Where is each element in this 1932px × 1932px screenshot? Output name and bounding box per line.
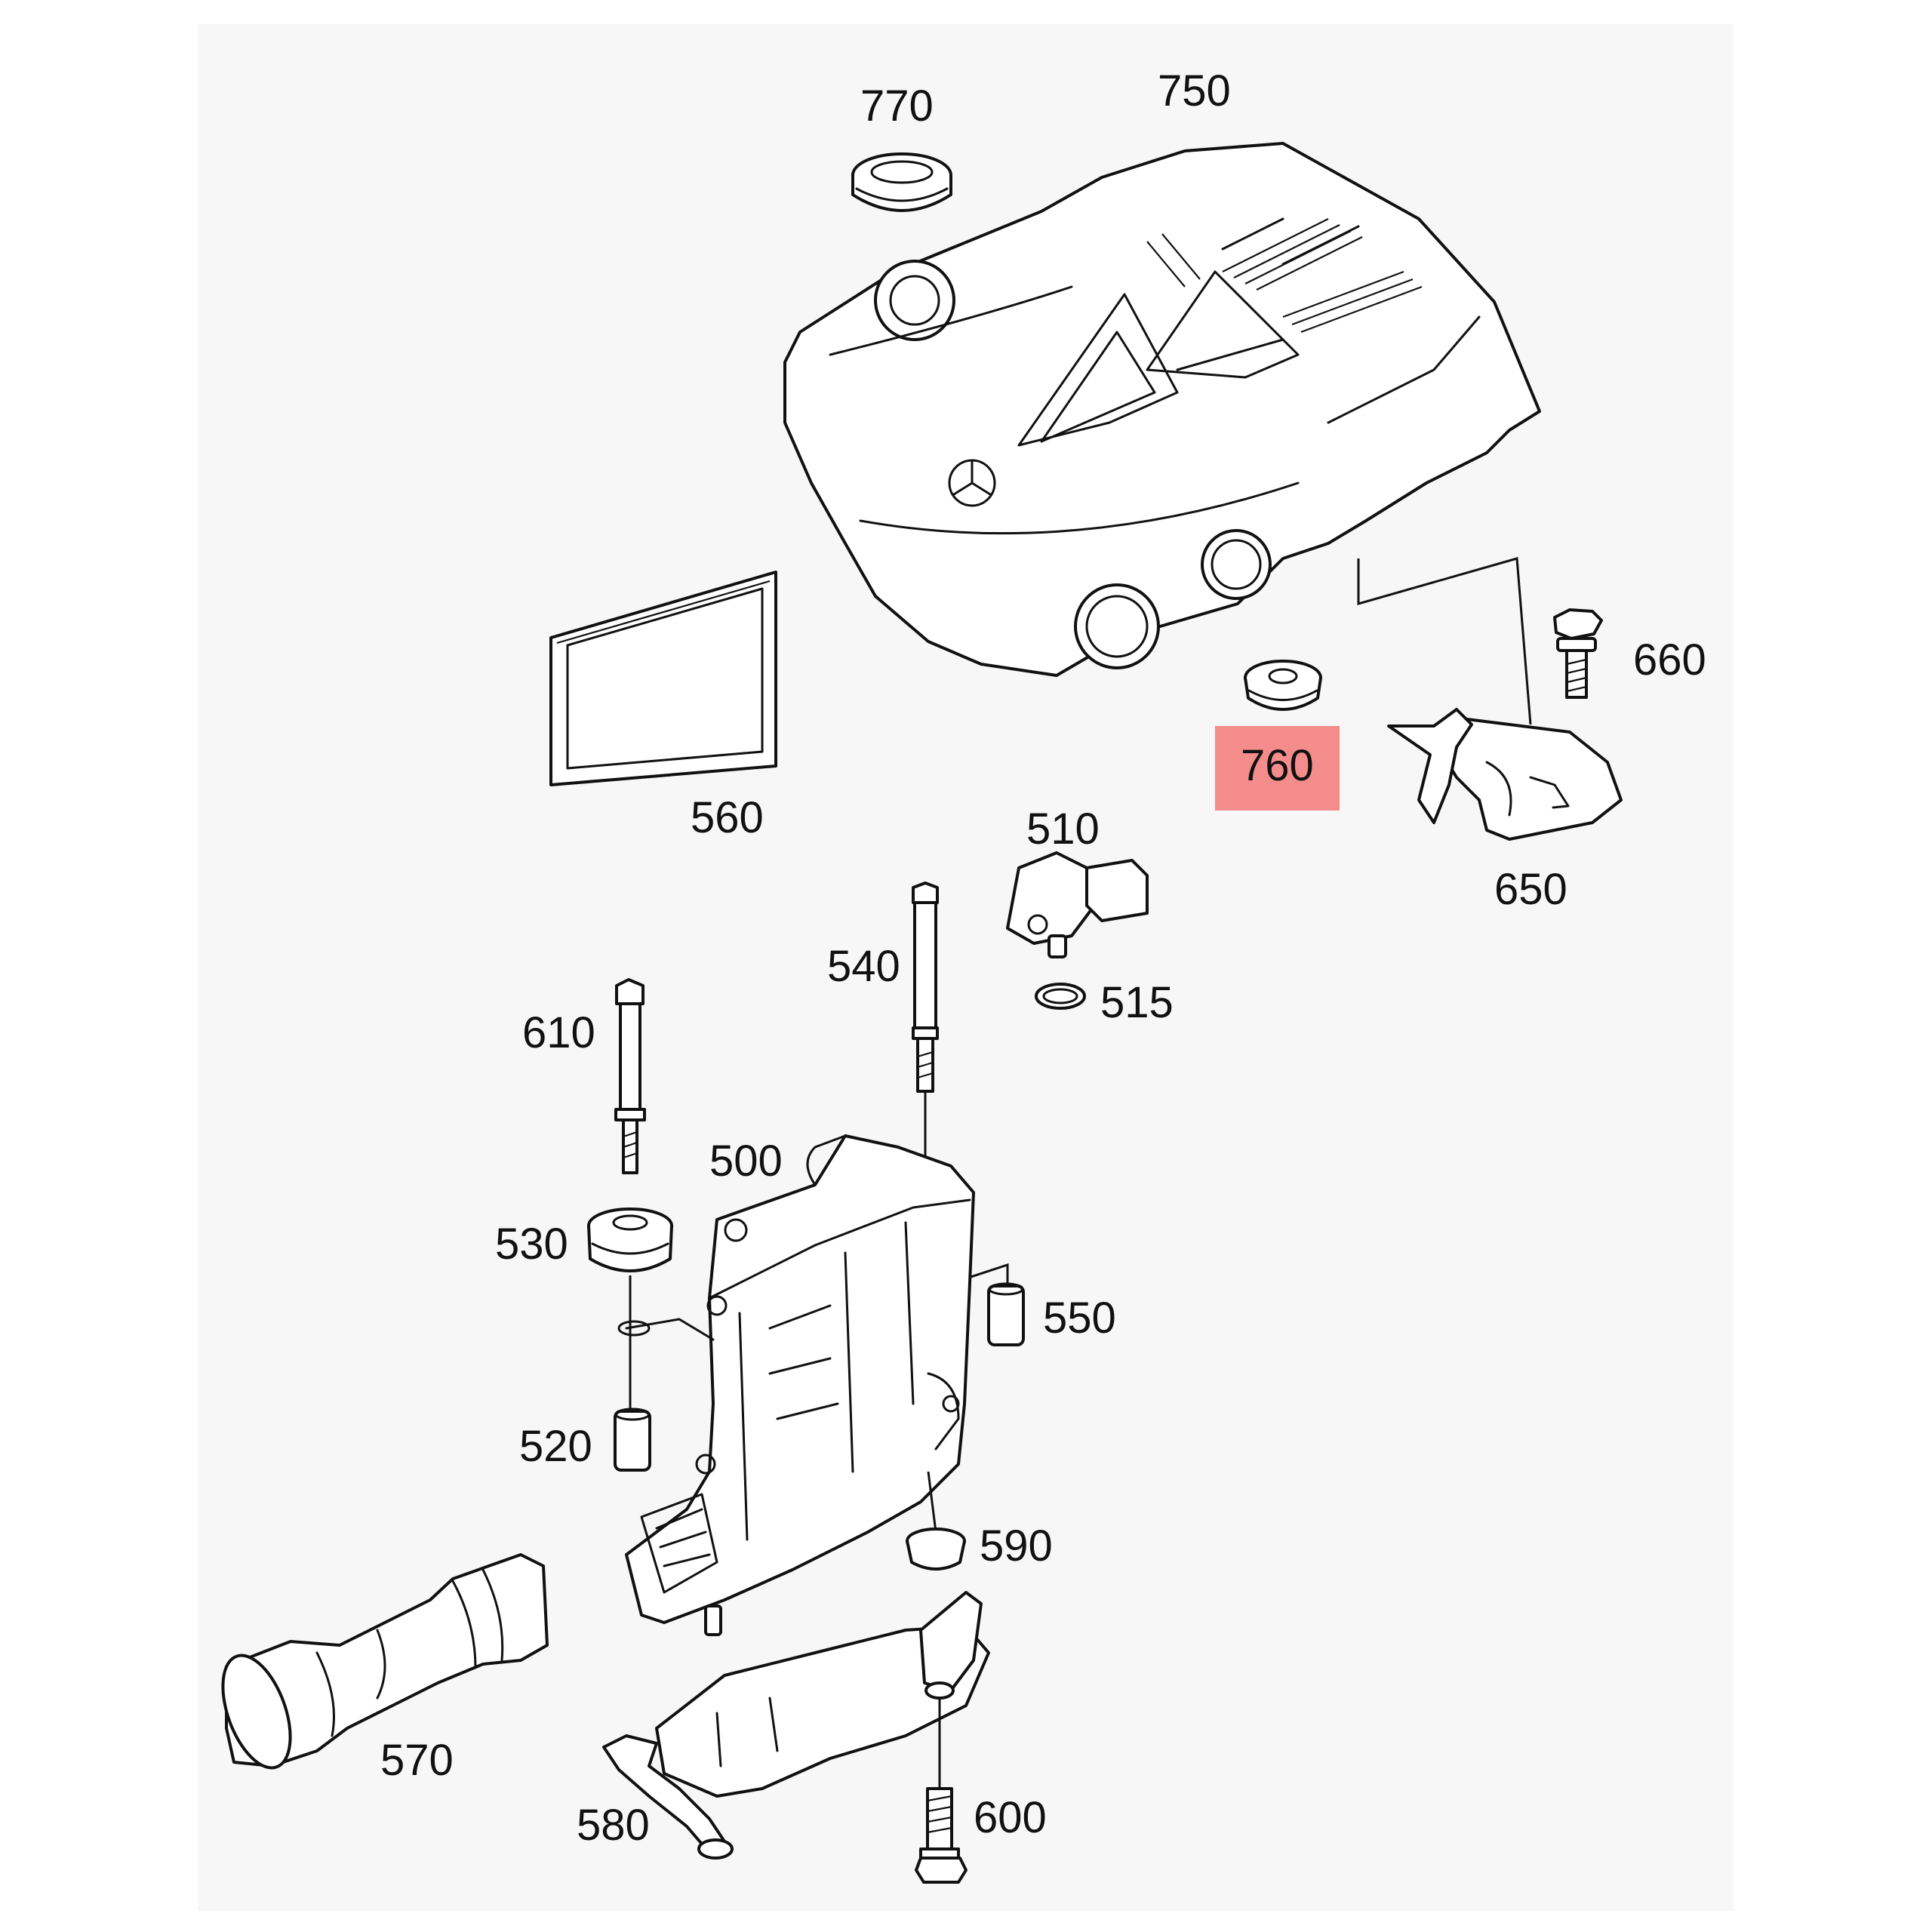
- callout-660: 660: [1633, 635, 1706, 685]
- callout-550: 550: [1043, 1294, 1116, 1343]
- mount-650-icon: [1387, 708, 1623, 841]
- callout-750: 750: [1158, 66, 1231, 115]
- bracket-580-icon: [602, 1591, 990, 1860]
- callout-530: 530: [495, 1220, 568, 1269]
- bolt-610-icon: [614, 978, 646, 1174]
- callout-510: 510: [1026, 804, 1100, 854]
- callout-570: 570: [380, 1736, 454, 1785]
- grommet-590-icon: [906, 1527, 966, 1571]
- grommet-770-icon: [851, 152, 952, 212]
- callout-500: 500: [709, 1137, 783, 1186]
- bolt-660-icon: [1553, 608, 1603, 699]
- callout-650: 650: [1494, 865, 1567, 914]
- callout-520: 520: [519, 1422, 592, 1471]
- leader-line-650: [1357, 557, 1532, 725]
- air-filter-560-icon: [549, 571, 777, 786]
- rubber-mount-530-icon: [587, 1208, 673, 1411]
- callout-770: 770: [860, 82, 934, 131]
- callout-600: 600: [974, 1793, 1047, 1842]
- bolt-540-icon: [912, 881, 939, 1162]
- callout-515: 515: [1100, 978, 1174, 1027]
- callout-610: 610: [522, 1008, 595, 1057]
- callout-590: 590: [980, 1521, 1053, 1571]
- callout-540: 540: [827, 942, 900, 991]
- bolt-600-icon: [915, 1787, 968, 1884]
- callout-580: 580: [577, 1801, 650, 1850]
- callout-560: 560: [691, 793, 764, 842]
- engine-cover-750-icon: [783, 142, 1541, 677]
- grommet-760-icon: [1244, 660, 1322, 711]
- callout-760-highlighted: 760: [1215, 726, 1340, 811]
- o-ring-515-icon: [1035, 983, 1086, 1010]
- sensor-510-icon: [1006, 851, 1149, 958]
- intake-duct-570-icon: [221, 1553, 549, 1770]
- bushing-520-icon: [614, 1410, 651, 1472]
- air-filter-housing-500-icon: [617, 1134, 975, 1636]
